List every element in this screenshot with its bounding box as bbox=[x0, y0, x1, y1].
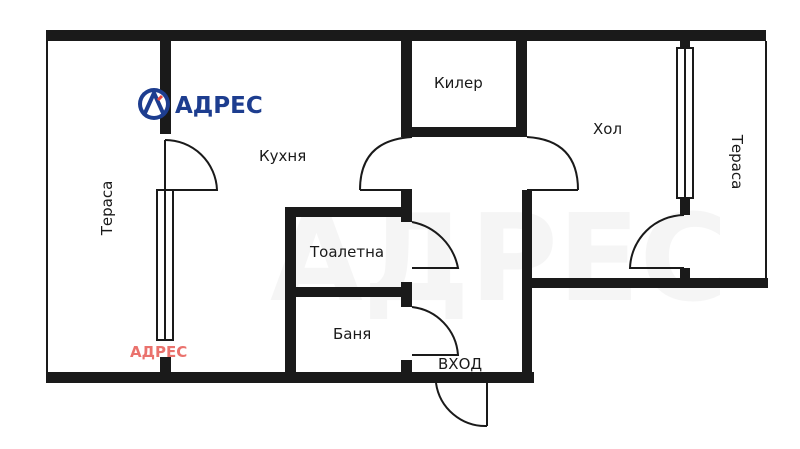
door-swings bbox=[164, 136, 685, 428]
room-label-terrace-left: Тераса bbox=[98, 181, 116, 237]
logo-text: АДРЕС bbox=[175, 93, 263, 119]
right-glass-door bbox=[676, 47, 694, 199]
room-label-kitchen: Кухня bbox=[259, 147, 306, 165]
room-label-hall: Хол bbox=[593, 120, 622, 138]
room-label-terrace-right: Тераса bbox=[728, 134, 746, 190]
room-label-pantry: Килер bbox=[434, 74, 483, 92]
interior-walls bbox=[160, 41, 690, 383]
adres-logo: АДРЕС bbox=[138, 88, 263, 120]
entrance-label: ВХОД bbox=[438, 355, 482, 373]
room-label-toilet: Тоалетна bbox=[309, 243, 384, 261]
watermark-text: АДРЕС bbox=[130, 343, 187, 361]
left-glass-door bbox=[156, 189, 174, 341]
room-label-bathroom: Баня bbox=[333, 325, 371, 343]
